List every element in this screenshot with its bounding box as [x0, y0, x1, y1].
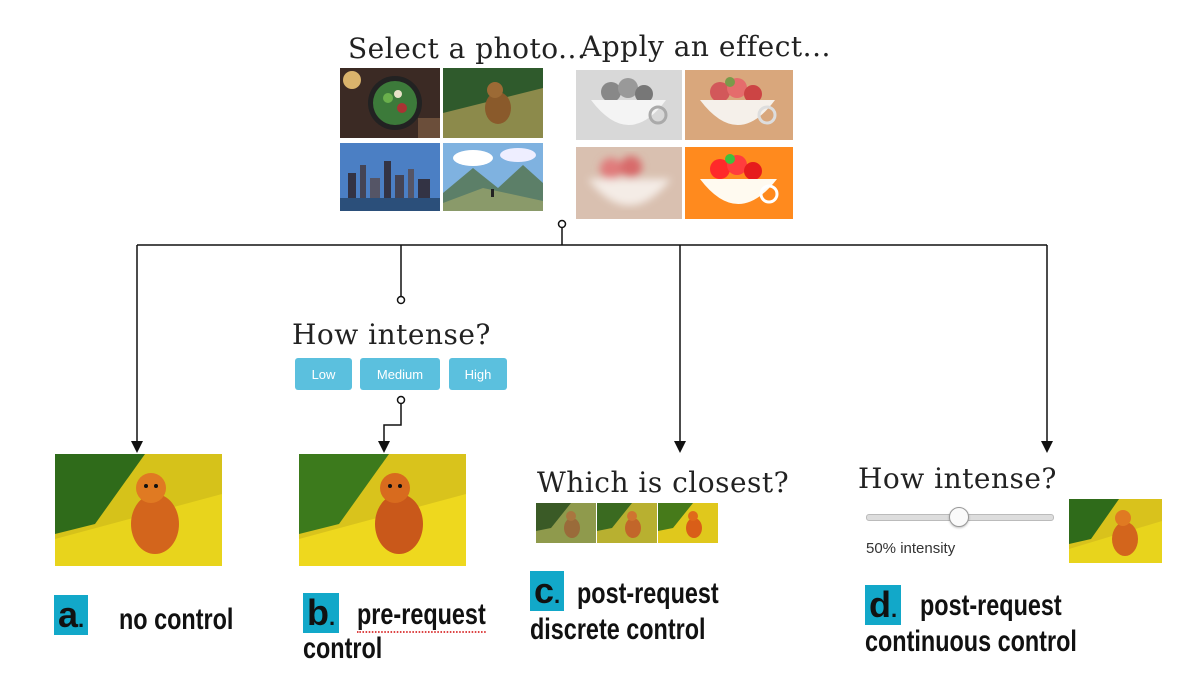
effect-saturate[interactable] [685, 147, 793, 219]
caption-d-line1: post-request [920, 589, 1062, 622]
arrow-b [378, 403, 402, 453]
closest-thumb-medium[interactable] [597, 503, 657, 543]
tag-b: b. [303, 593, 340, 633]
b-node-bottom [396, 395, 406, 405]
tag-a: a. [54, 595, 89, 635]
caption-c-line2: discrete control [530, 613, 706, 646]
closest-thumb-high[interactable] [658, 503, 718, 543]
effect-original[interactable] [685, 70, 793, 140]
caption-b-line1: pre-request [357, 598, 486, 633]
caption-a: no control [119, 603, 234, 636]
closest-thumb-low[interactable] [536, 503, 596, 543]
result-image-b [299, 454, 466, 566]
caption-c-line1: post-request [577, 577, 719, 610]
photo-mountains[interactable] [443, 143, 543, 211]
apply-effect-heading: Apply an effect... [581, 30, 831, 63]
how-intense-heading-b: How intense? [292, 318, 491, 351]
medium-button[interactable]: Medium [360, 358, 440, 390]
intensity-slider-thumb[interactable] [949, 507, 969, 527]
tag-c: c. [530, 571, 565, 611]
high-button[interactable]: High [449, 358, 507, 390]
low-button[interactable]: Low [295, 358, 352, 390]
photo-city[interactable] [340, 143, 440, 211]
caption-b-line2: control [303, 632, 383, 665]
result-image-a [55, 454, 222, 566]
root-node [557, 219, 567, 229]
result-image-d [1069, 499, 1162, 563]
effect-blur[interactable] [576, 147, 682, 219]
caption-d-line2: continuous control [865, 625, 1077, 658]
intensity-label: 50% intensity [866, 540, 956, 557]
select-photo-heading: Select a photo... [348, 32, 587, 65]
photo-salad[interactable] [340, 68, 440, 138]
photo-dog[interactable] [443, 68, 543, 138]
effect-grayscale[interactable] [576, 70, 682, 140]
which-closest-heading: Which is closest? [537, 466, 790, 499]
tag-d: d. [865, 585, 902, 625]
b-node-top [396, 295, 406, 305]
how-intense-heading-d: How intense? [858, 462, 1057, 495]
